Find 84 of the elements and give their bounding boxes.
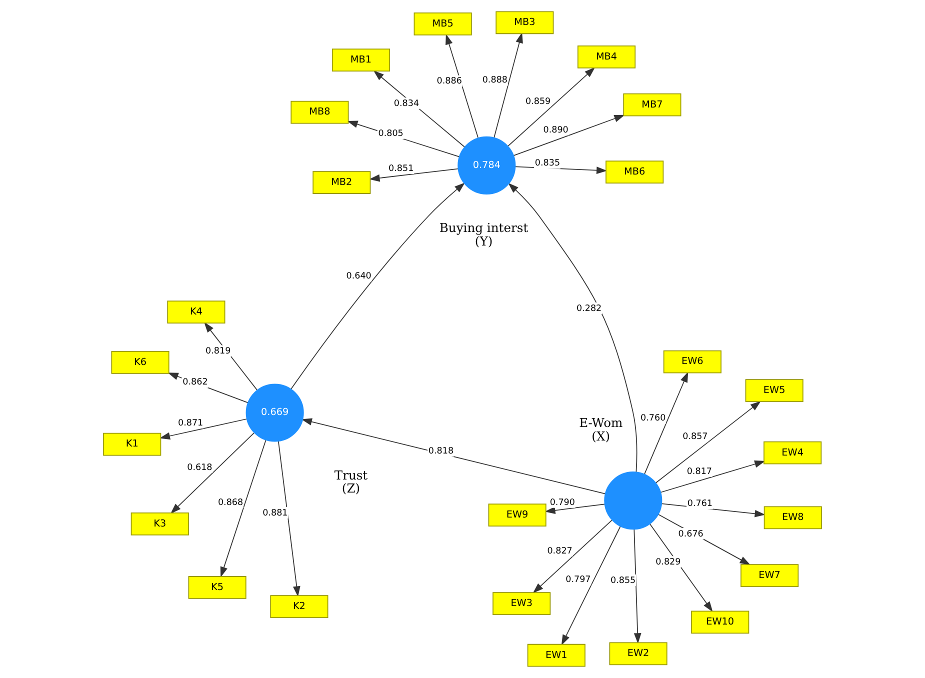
node-box: EW3 [492, 592, 551, 616]
edge-label: 0.855 [610, 576, 636, 586]
arrow [446, 34, 479, 138]
node-box: MB8 [290, 100, 349, 124]
node-box: MB6 [606, 160, 664, 184]
arrow [532, 520, 612, 594]
edge-label: 0.857 [682, 432, 708, 442]
node-box: EW4 [764, 441, 822, 464]
arrow [290, 182, 465, 390]
edge-label: 0.676 [678, 529, 704, 540]
arrow [369, 168, 458, 182]
node-box: MB7 [623, 93, 682, 116]
arrow [660, 460, 766, 493]
edge-label: 0.282 [576, 304, 602, 314]
node-box: EW6 [663, 350, 722, 374]
arrow [347, 120, 460, 158]
edge-label: 0.834 [394, 99, 420, 110]
node-box: EW10 [691, 610, 750, 634]
node-box: MB3 [496, 11, 554, 34]
arrow [159, 418, 248, 440]
node-circle: 0.669 [246, 384, 304, 442]
edge-label: 0.890 [543, 125, 568, 136]
node-circle: 0.784 [458, 136, 516, 194]
node-label: Trust [334, 468, 368, 482]
arrow [544, 504, 605, 514]
edge-label: 0.805 [378, 128, 404, 139]
node-label: (Z) [342, 482, 360, 496]
node-box: K4 [167, 300, 226, 324]
node-box: K6 [111, 350, 170, 374]
edge-label: 0.859 [526, 97, 551, 108]
arrow [634, 528, 642, 644]
node-label: (X) [592, 429, 610, 444]
edge-label: 0.760 [640, 413, 666, 424]
node-box: K2 [270, 595, 328, 618]
node-box: MB1 [332, 48, 390, 72]
edge-label: 0.881 [262, 508, 288, 518]
edge-label: 0.819 [206, 346, 231, 357]
edge-label: 0.829 [656, 558, 681, 568]
node-box: K5 [188, 576, 246, 599]
edge-label: 0.851 [388, 164, 414, 174]
edge-label: 0.868 [218, 498, 244, 508]
node-circle [604, 472, 662, 530]
edge-label: 0.640 [346, 271, 372, 282]
arrow [170, 432, 254, 514]
edge-label: 0.835 [534, 158, 560, 169]
edge-label: 0.817 [686, 466, 712, 477]
edge-label: 0.827 [547, 546, 572, 556]
edge-label: 0.818 [428, 446, 454, 457]
node-box: MB4 [577, 46, 636, 68]
edge-label: 0.886 [436, 76, 462, 87]
node-box: MB2 [312, 171, 371, 194]
node-box: EW8 [764, 506, 822, 530]
arrow [301, 418, 606, 494]
edge-label: 0.618 [187, 462, 212, 473]
arrow [649, 524, 713, 612]
arrow [561, 526, 621, 646]
node-box: MB5 [414, 12, 472, 36]
node-label: Buying interst [439, 221, 528, 236]
arrow [220, 440, 266, 578]
arrow [655, 401, 761, 484]
edge-label: 0.761 [687, 499, 713, 510]
node-box: EW9 [488, 504, 546, 527]
arrow [658, 514, 750, 565]
arrow [508, 67, 596, 146]
edge-label: 0.888 [482, 76, 508, 86]
node-label: E-Wom [579, 416, 623, 430]
arrow [168, 372, 248, 404]
edge-label: 0.871 [178, 418, 204, 428]
arrow [494, 32, 523, 138]
arrow [373, 70, 465, 148]
arrow [644, 372, 688, 475]
node-label: (Y) [474, 234, 493, 248]
node-box: EW5 [745, 379, 804, 402]
node-box: EW1 [527, 644, 586, 667]
arrow [513, 114, 625, 156]
arrow [278, 440, 300, 597]
edge-label: 0.862 [182, 378, 208, 388]
node-box: K1 [103, 432, 162, 456]
node-box: EW7 [740, 564, 799, 587]
edge-label: 0.790 [550, 498, 575, 508]
node-box: EW2 [609, 642, 668, 666]
edge-label: 0.797 [566, 575, 591, 586]
arrow [508, 182, 638, 472]
node-box: K3 [130, 512, 189, 536]
